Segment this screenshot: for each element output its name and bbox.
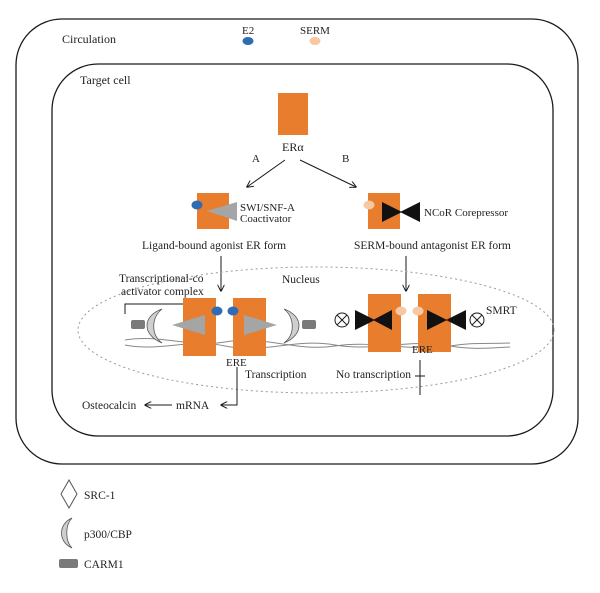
osteocalcin-label: Osteocalcin — [82, 400, 137, 412]
rounded-rect-icon — [59, 559, 78, 568]
e2-bound-left — [211, 306, 223, 316]
circulation-label: Circulation — [62, 32, 116, 46]
no-transcription-label: No transcription — [336, 369, 411, 381]
smrt-label: SMRT — [486, 305, 517, 317]
serm-bound-left — [395, 306, 407, 316]
crescent-icon — [61, 517, 73, 549]
p300-crescent-right — [283, 308, 300, 344]
corepressor-bowtie-right-b — [446, 310, 466, 330]
ere-left-label: ERE — [226, 357, 247, 369]
ligand-bound-label: Ligand-bound agonist ER form — [142, 240, 286, 252]
ncor-corepressor-shape — [382, 202, 402, 222]
diamond-icon — [60, 478, 78, 510]
corepressor-bowtie-left-a — [355, 310, 375, 330]
target-cell-box — [51, 63, 554, 437]
serm-bound-right — [412, 306, 424, 316]
serm-label: SERM — [300, 25, 330, 37]
serm-bound-label: SERM-bound antagonist ER form — [354, 240, 511, 252]
er-alpha-box — [278, 93, 308, 135]
legend-src1-label: SRC-1 — [84, 490, 116, 502]
path-a-label: A — [252, 153, 260, 165]
er-alpha-label: ERα — [282, 140, 304, 154]
ncor-label: NCoR Corepressor — [424, 207, 508, 219]
smrt-icon-left — [334, 312, 350, 328]
path-b-label: B — [342, 153, 349, 165]
arrow-path-b — [299, 159, 356, 187]
swi-snf-label-1: SWI/SNF-A — [240, 202, 295, 214]
circulation-box — [15, 18, 579, 465]
coactivator-wedge-right — [244, 315, 277, 335]
agonist-e2-ligand — [191, 200, 203, 210]
swi-snf-label-2: Coactivator — [240, 213, 292, 225]
arrow-path-a — [247, 159, 286, 187]
e2-bound-right — [227, 306, 239, 316]
coactivator-wedge-left — [172, 315, 205, 335]
tcac-label-2: activator complex — [121, 286, 204, 298]
swi-snf-coactivator-shape — [207, 202, 237, 221]
transcription-arrow — [221, 367, 238, 405]
ncor-corepressor-shape-right — [400, 202, 420, 222]
e2-label: E2 — [242, 25, 254, 37]
target-cell-label: Target cell — [80, 73, 131, 87]
corepressor-bowtie-right-a — [427, 310, 447, 330]
corepressor-bowtie-left-b — [373, 310, 392, 330]
tcac-label-1: Transcriptional-co — [119, 273, 204, 285]
legend: SRC-1 p300/CBP CARM1 — [59, 478, 132, 571]
nucleus-label: Nucleus — [282, 274, 320, 286]
antagonist-serm-ligand — [363, 200, 375, 210]
serm-ligand — [309, 37, 321, 45]
carm1-right — [302, 320, 316, 329]
nucleus — [77, 266, 555, 394]
mrna-label: mRNA — [176, 400, 210, 412]
p300-crescent-left — [146, 308, 163, 344]
ere-right-label: ERE — [412, 344, 433, 356]
transcription-label: Transcription — [245, 369, 307, 381]
legend-carm1-label: CARM1 — [84, 559, 124, 571]
carm1-left — [131, 320, 145, 329]
e2-ligand — [242, 37, 254, 45]
legend-p300-label: p300/CBP — [84, 529, 132, 541]
smrt-icon-right — [469, 312, 485, 328]
